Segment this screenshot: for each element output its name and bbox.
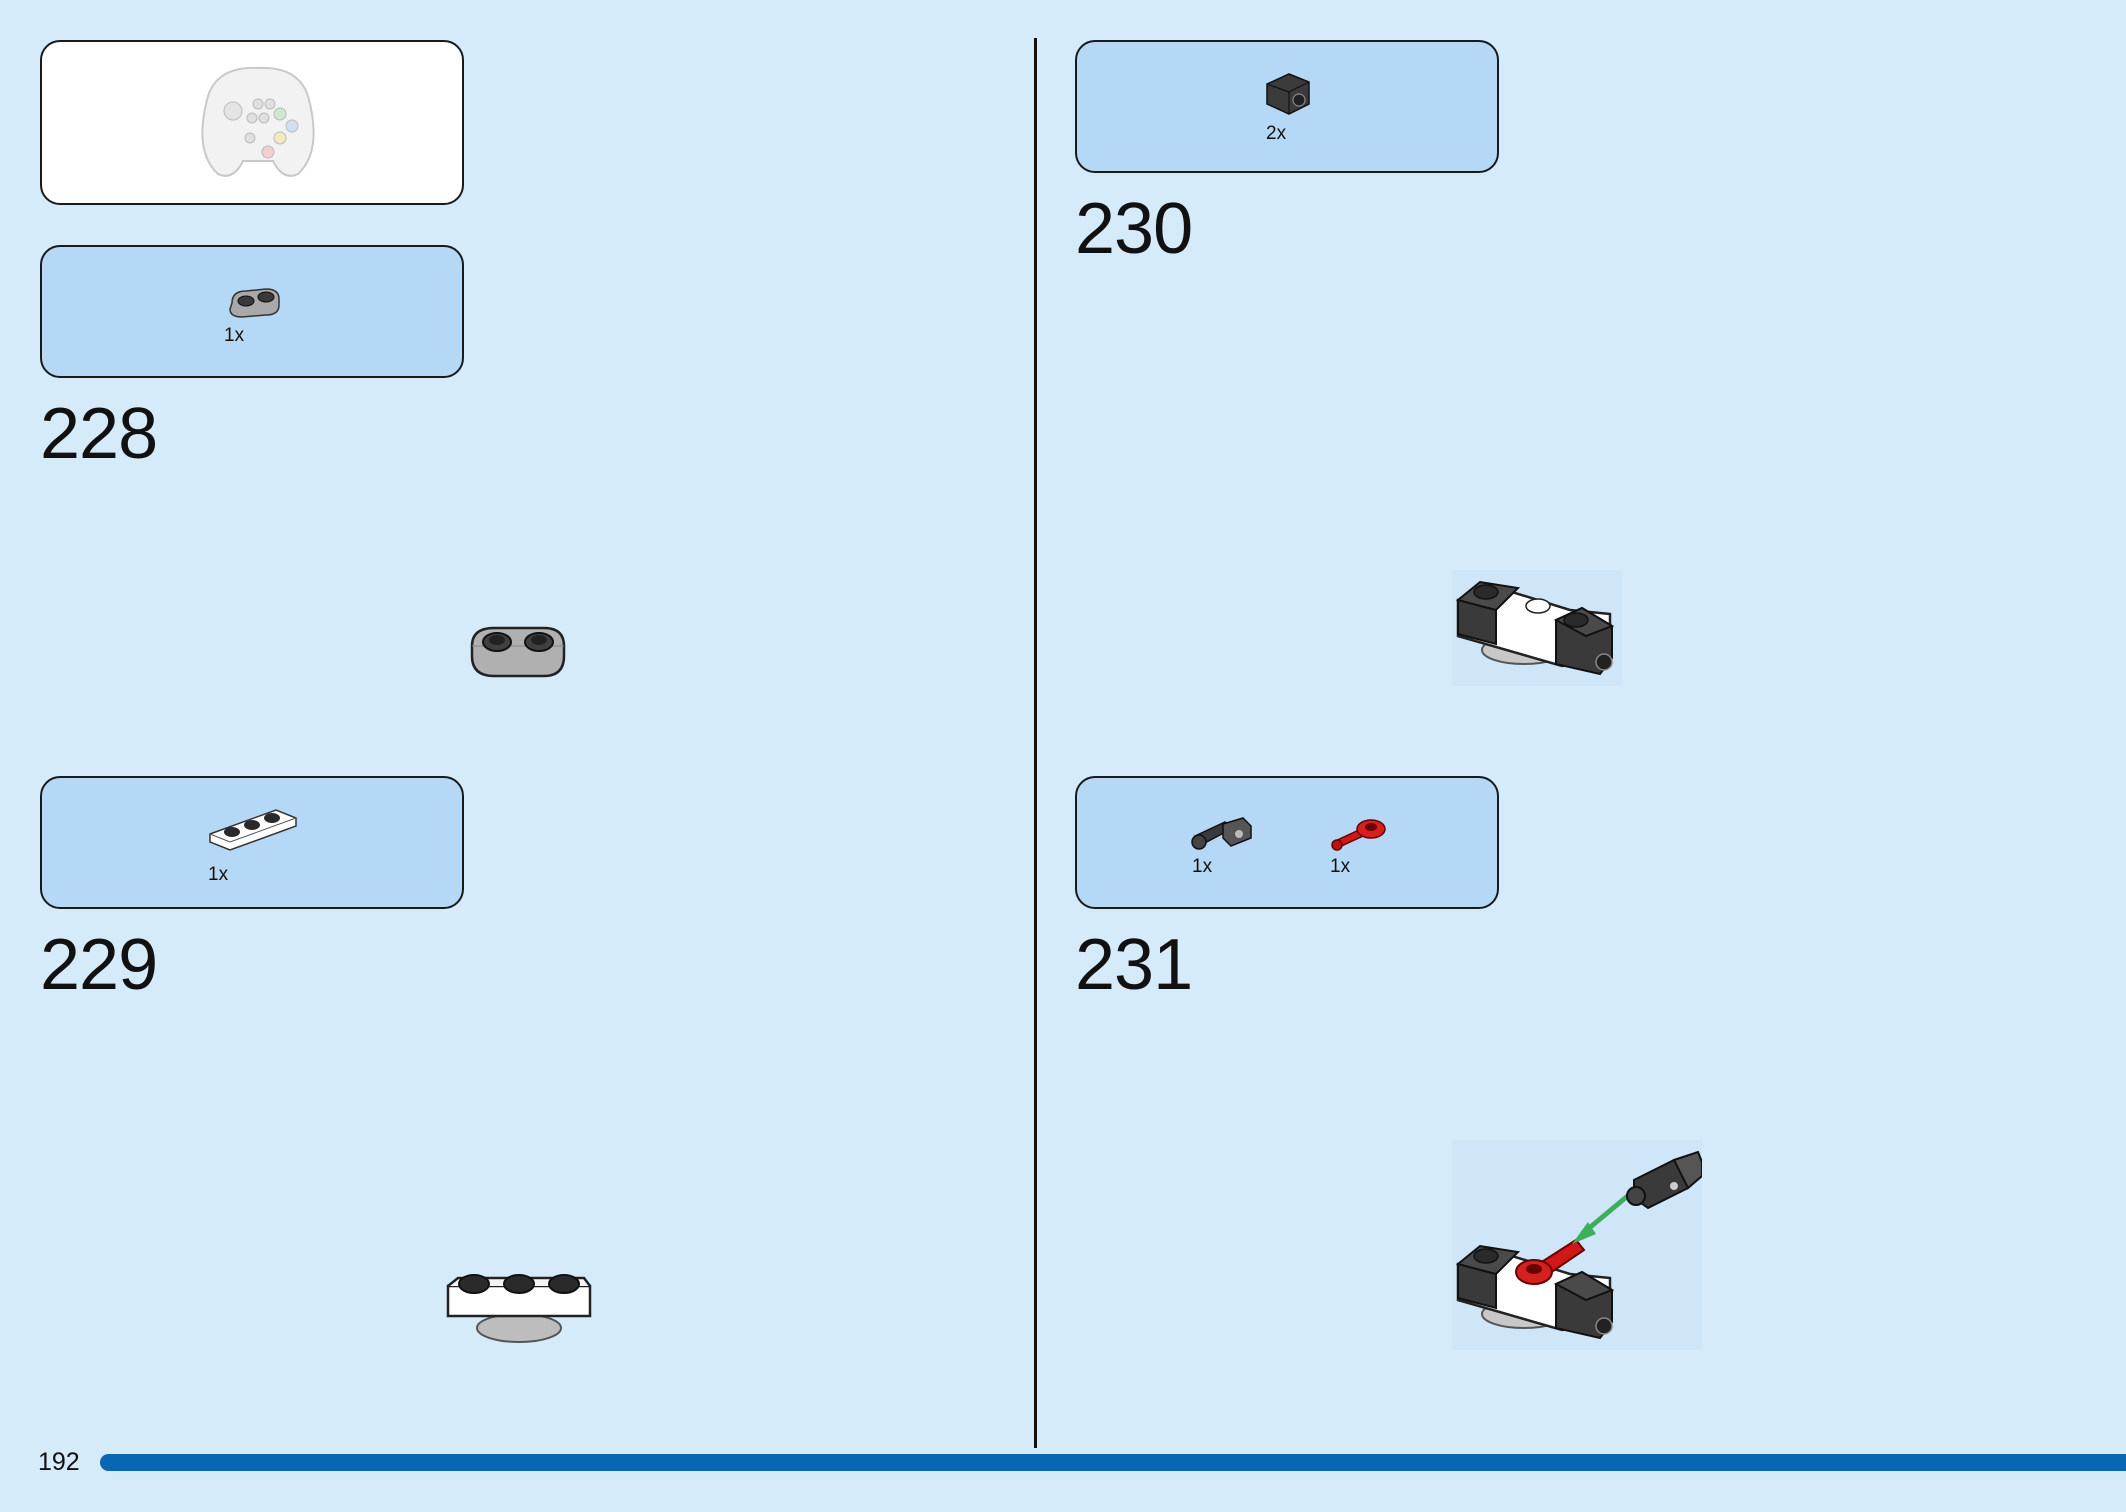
page-number: 192 (38, 1448, 80, 1476)
step-230-parts-box: 2x (1075, 40, 1499, 173)
step-231-part-2-quantity: 1x (1330, 856, 1351, 877)
step-228-number: 228 (40, 394, 158, 474)
submodel-reference-box (40, 40, 464, 205)
step-230-part-quantity: 2x (1266, 123, 1287, 144)
step-231-part-1-quantity: 1x (1192, 856, 1213, 877)
controller-model-icon (201, 66, 315, 177)
step-230-number: 230 (1075, 189, 1193, 269)
red-bar-holder-icon (1331, 819, 1386, 851)
step-229-part-quantity: 1x (208, 864, 229, 885)
step-229-number: 229 (40, 925, 158, 1005)
step-228-parts-box: 1x (40, 245, 464, 378)
step-228-part-quantity: 1x (224, 325, 245, 346)
white-plate-1x3-icon (209, 809, 297, 851)
step-231-assembly-icon (1452, 1140, 1702, 1350)
step-229-assembly-plate-icon (446, 1274, 592, 1343)
step-231-number: 231 (1075, 925, 1193, 1005)
black-bracket-icon (1266, 73, 1310, 115)
page-divider (1034, 38, 1037, 1448)
step-229-parts-box: 1x (40, 776, 464, 909)
black-connector-icon (1191, 817, 1252, 850)
step-228-assembly-plate-icon (470, 626, 566, 678)
gray-rounded-plate-icon (229, 288, 280, 318)
step-231-parts-box: 1x 1x (1075, 776, 1499, 909)
step-230-assembly-icon (1452, 570, 1622, 686)
progress-bar (100, 1454, 2126, 1471)
